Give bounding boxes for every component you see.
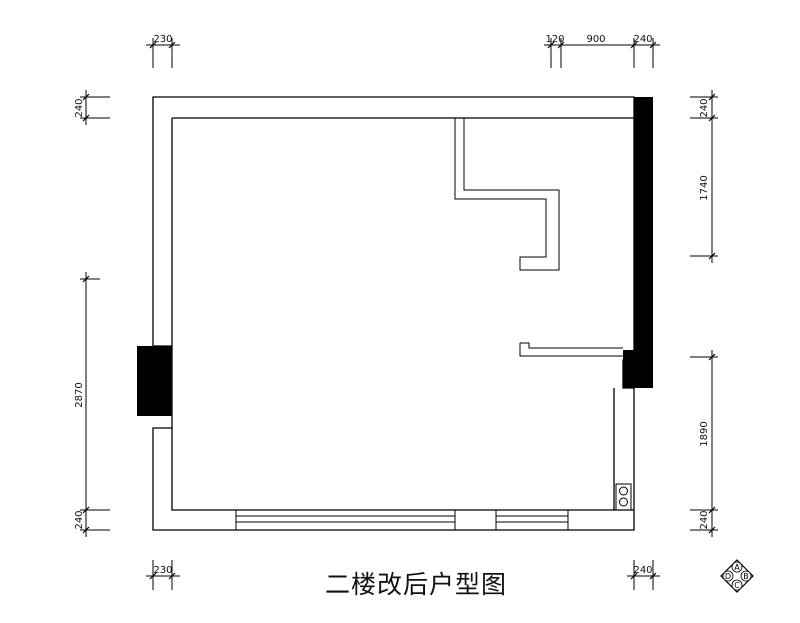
window-bottom-right [495, 509, 569, 531]
dim-top-right-a: 120 [545, 34, 564, 45]
structural-wall-right [634, 97, 653, 388]
window-bottom-left [235, 509, 456, 531]
dim-left-top: 240 [74, 98, 85, 117]
dim-right-lower: 1890 [699, 421, 710, 446]
dim-top-right-c: 240 [633, 34, 652, 45]
dim-top-right-b: 900 [586, 34, 605, 45]
plan-title: 二楼改后户型图 [325, 570, 507, 599]
structural-column-left [137, 346, 172, 416]
outer-wall [152, 96, 635, 531]
dimension-lines [80, 38, 718, 590]
interior-partition [454, 118, 560, 271]
compass-label-c: C [734, 581, 740, 590]
walls [137, 96, 653, 531]
compass-label-d: D [725, 572, 731, 581]
dim-bottom-right: 240 [633, 565, 652, 576]
dim-right-top: 240 [699, 98, 710, 117]
compass-label-a: A [734, 563, 740, 572]
dim-right-bottom: 240 [699, 510, 710, 529]
dim-bottom-left: 230 [153, 565, 172, 576]
dim-right-upper: 1740 [699, 175, 710, 200]
dim-left-bottom: 240 [74, 510, 85, 529]
dim-left-middle: 2870 [74, 382, 85, 407]
counter-ledge [519, 342, 623, 357]
compass-label-b: B [743, 572, 749, 581]
inner-wall [171, 117, 634, 511]
structural-column-right [623, 350, 653, 388]
compass-icon: A B C D [720, 559, 754, 593]
dim-top-left: 230 [153, 34, 172, 45]
drain-fixture [615, 483, 632, 511]
